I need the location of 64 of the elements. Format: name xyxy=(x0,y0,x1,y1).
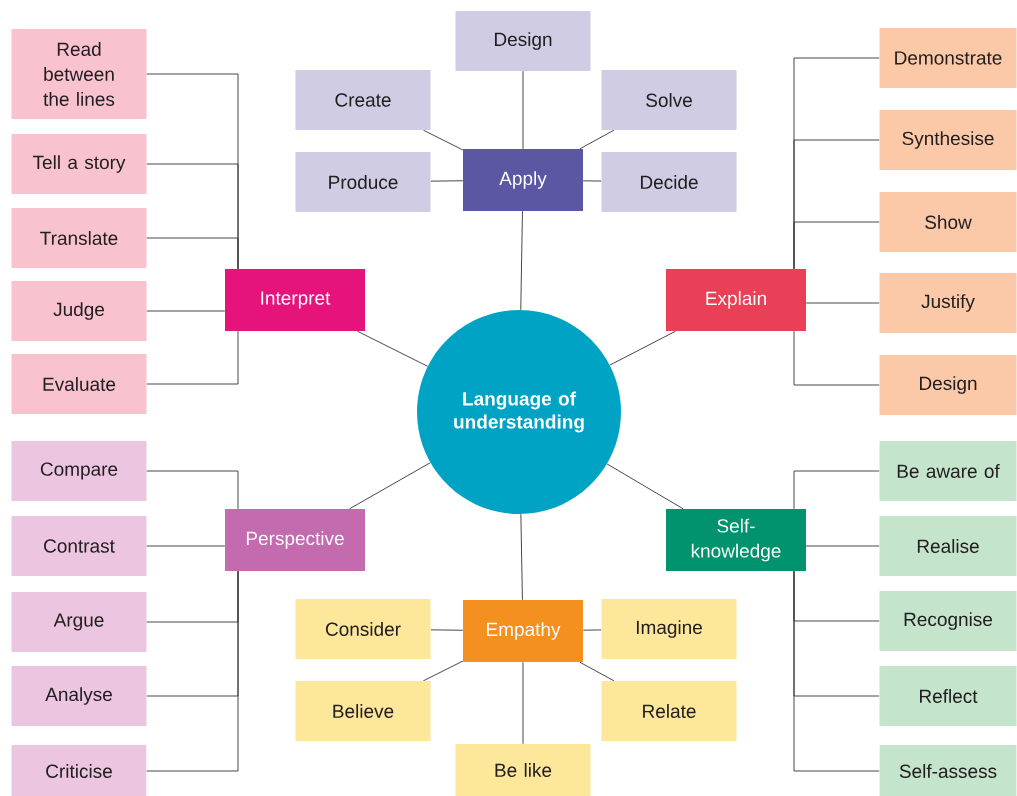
verb-box: Self-assess xyxy=(879,745,1017,796)
connector-line xyxy=(522,661,524,745)
verb-box: Be aware of xyxy=(879,441,1017,501)
category-box: Perspective xyxy=(225,509,365,571)
verb-box: Show xyxy=(879,192,1017,252)
verb-box: Consider xyxy=(295,599,431,659)
connector-line xyxy=(146,570,239,772)
verb-box: Analyse xyxy=(11,666,147,726)
verb-box: Design xyxy=(879,355,1017,415)
connector-line xyxy=(520,513,523,601)
verb-box: Synthesise xyxy=(879,110,1017,170)
verb-box: Justify xyxy=(879,273,1017,333)
connector-line xyxy=(146,330,239,385)
connector-line xyxy=(520,210,523,311)
verb-box: Reflect xyxy=(879,666,1017,726)
connector-line xyxy=(609,330,677,366)
connector-line xyxy=(582,629,602,631)
connector-line xyxy=(146,470,239,510)
verb-box: Judge xyxy=(11,281,147,341)
connector-line xyxy=(582,180,602,182)
verb-box: Demonstrate xyxy=(879,28,1017,88)
connector-line xyxy=(146,237,239,270)
connector-line xyxy=(422,660,464,682)
connector-line xyxy=(430,180,464,182)
verb-box: Contrast xyxy=(11,516,147,576)
connector-line xyxy=(356,330,429,367)
connector-line xyxy=(522,70,524,150)
verb-box: Criticise xyxy=(11,745,147,796)
verb-box: Argue xyxy=(11,592,147,652)
connector-line xyxy=(422,129,464,151)
verb-box: Design xyxy=(455,11,591,71)
connector-line xyxy=(606,463,684,510)
verb-box: Compare xyxy=(11,441,147,501)
verb-box: Translate xyxy=(11,208,147,268)
connector-line xyxy=(579,661,615,682)
category-box: Explain xyxy=(666,269,806,331)
verb-box: Create xyxy=(295,70,431,130)
category-box: Self-knowledge xyxy=(666,509,806,571)
verb-box: Solve xyxy=(601,70,737,130)
verb-box: Tell a story xyxy=(11,134,147,194)
verb-box: Relate xyxy=(601,681,737,741)
verb-box: Produce xyxy=(295,152,431,212)
category-box: Interpret xyxy=(225,269,365,331)
connector-line xyxy=(430,629,464,631)
connector-line xyxy=(579,129,615,150)
verb-box: Be like xyxy=(455,744,591,796)
connector-line xyxy=(349,462,431,510)
verb-box: Believe xyxy=(295,681,431,741)
verb-box: Imagine xyxy=(601,599,737,659)
connector-line xyxy=(146,310,226,312)
connector-line xyxy=(793,330,880,386)
verb-box: Read between the lines xyxy=(11,29,147,119)
connector-line xyxy=(793,570,880,772)
connector-line xyxy=(805,302,880,304)
verb-box: Realise xyxy=(879,516,1017,576)
connector-line xyxy=(793,221,880,270)
connector-line xyxy=(146,545,226,547)
category-box: Apply xyxy=(463,149,583,211)
verb-box: Evaluate xyxy=(11,354,147,414)
connector-line xyxy=(793,470,880,510)
verb-box: Decide xyxy=(601,152,737,212)
category-box: Empathy xyxy=(463,600,583,662)
connector-line xyxy=(805,545,880,547)
verb-box: Recognise xyxy=(879,591,1017,651)
